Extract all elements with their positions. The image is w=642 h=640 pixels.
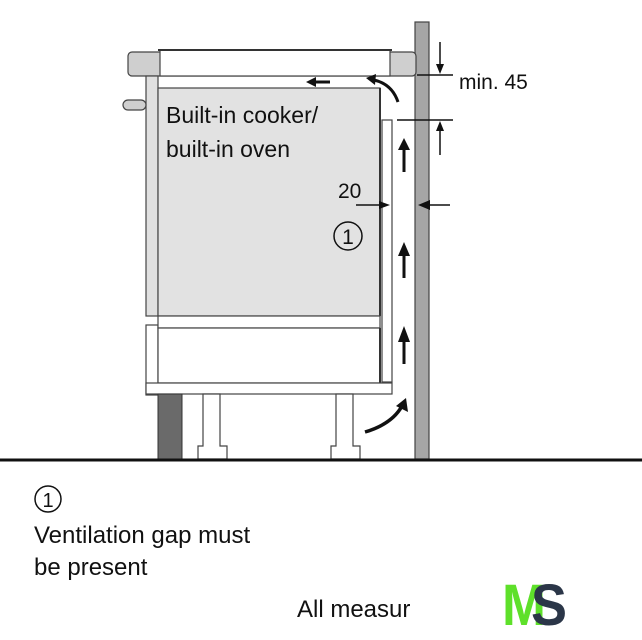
callout-circle — [333, 221, 363, 251]
footer-text: All measur — [297, 596, 410, 623]
side-wall — [414, 21, 430, 460]
drawer — [157, 327, 381, 384]
hob — [159, 49, 391, 77]
legend-note-line2: be present — [34, 554, 148, 581]
gap-dimension — [356, 200, 450, 210]
clearance-dimension — [397, 42, 453, 155]
plinth — [157, 393, 183, 460]
appliance-label-line2: built-in oven — [166, 136, 290, 162]
legend-marker-circle — [34, 485, 62, 513]
callout-number: 1 — [342, 226, 354, 249]
base-frame — [145, 382, 393, 395]
oven-handle — [122, 99, 147, 111]
foot-right — [330, 393, 361, 460]
clearance-label: min. 45 — [459, 71, 528, 94]
foot-left — [197, 393, 228, 460]
appliance-label-line1: Built-in cooker/ — [166, 102, 319, 128]
gap-label: 20 — [338, 180, 361, 203]
airflow-arrows — [306, 74, 410, 434]
cabinet-side — [145, 75, 159, 317]
logo-letter-m: M — [502, 573, 546, 638]
legend-note-line1: Ventilation gap must — [34, 522, 250, 549]
logo-letter-s: S — [531, 573, 567, 638]
legend-marker-number: 1 — [42, 490, 53, 512]
rear-panel — [381, 119, 393, 383]
ms-logo: M S — [502, 573, 567, 638]
